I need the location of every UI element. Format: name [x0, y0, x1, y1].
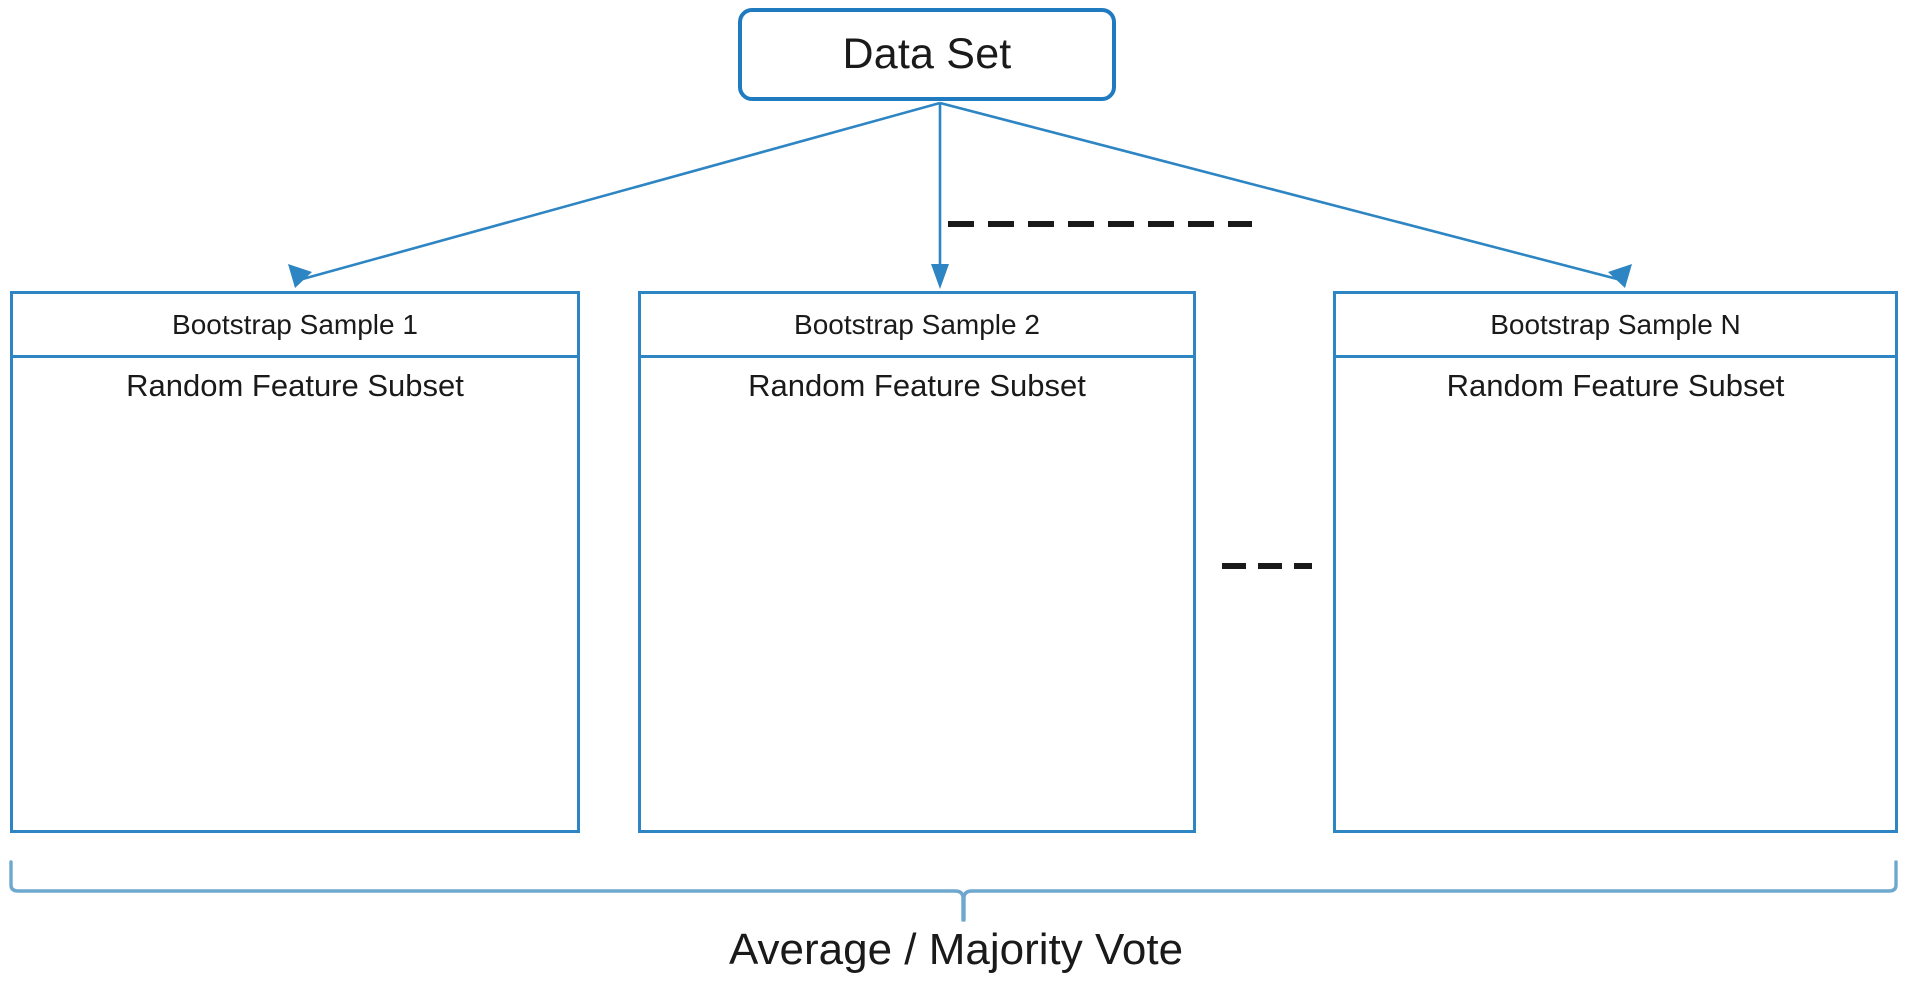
random-feature-subset-label-3: Random Feature Subset — [1446, 368, 1785, 403]
random-feature-subset-label-2: Random Feature Subset — [748, 368, 1086, 403]
dataset-node[interactable]: Data Set — [738, 8, 1116, 101]
bootstrap-sample-1-header: Bootstrap Sample 1 — [13, 294, 577, 358]
aggregation-bracket — [9, 860, 1898, 922]
bootstrap-sample-1-box[interactable]: Bootstrap Sample 1 Random Feature Subset — [10, 291, 580, 833]
arrow-head-middle — [931, 264, 949, 289]
arrow-heads — [288, 264, 1632, 289]
bootstrap-sample-2-box[interactable]: Bootstrap Sample 2 Random Feature Subset — [638, 291, 1196, 833]
dataset-to-samples-arrows — [298, 101, 1622, 282]
arrow-to-sample-1 — [298, 101, 941, 282]
bootstrap-sample-1-label: Bootstrap Sample 1 — [172, 308, 418, 340]
bootstrap-sample-2-label: Bootstrap Sample 2 — [794, 308, 1040, 340]
arrow-head-right — [1608, 264, 1632, 288]
dataset-label: Data Set — [842, 30, 1012, 78]
arrow-head-left — [288, 264, 312, 288]
bootstrap-sample-n-label: Bootstrap Sample N — [1490, 308, 1741, 340]
bootstrap-sample-n-box[interactable]: Bootstrap Sample N Random Feature Subset — [1333, 291, 1898, 833]
average-majority-vote-label: Average / Majority Vote — [0, 925, 1906, 975]
arrow-to-sample-3 — [939, 101, 1622, 282]
bootstrap-sample-n-header: Bootstrap Sample N — [1336, 294, 1895, 358]
random-feature-subset-label-1: Random Feature Subset — [126, 368, 464, 403]
bootstrap-sample-2-header: Bootstrap Sample 2 — [641, 294, 1193, 358]
average-majority-vote-text: Average / Majority Vote — [728, 925, 1184, 974]
